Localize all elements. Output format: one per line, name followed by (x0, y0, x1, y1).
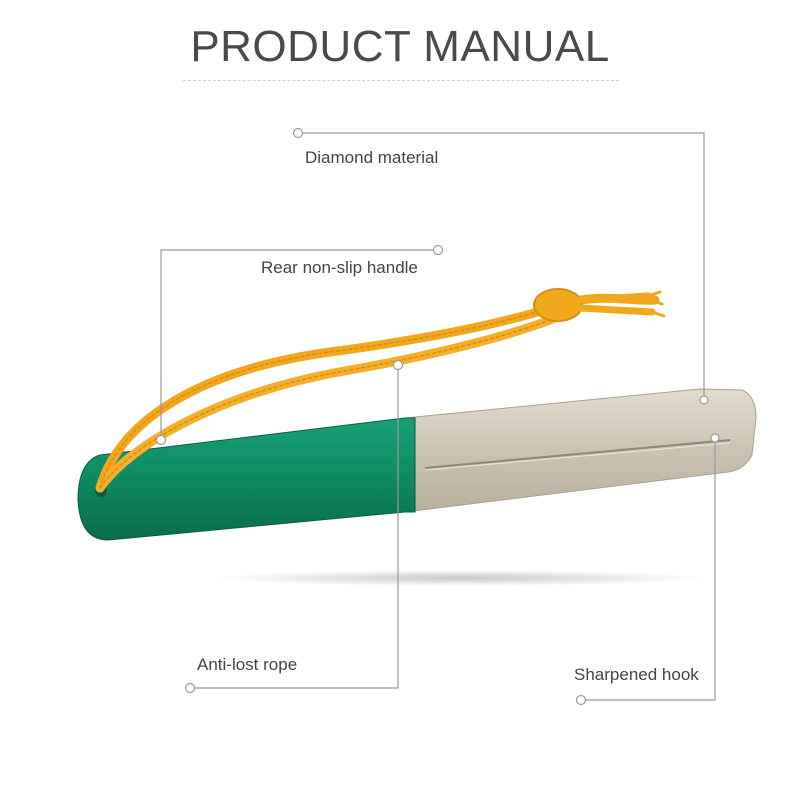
callout-lines (160, 132, 716, 701)
marker-diamond-point (699, 395, 709, 405)
callout-diamond-material: Diamond material (305, 148, 439, 167)
callout-anti-lost-rope: Anti-lost rope (197, 655, 298, 674)
leader-diamond-material (298, 132, 705, 400)
page-title: PRODUCT MANUAL (190, 22, 610, 71)
marker-rope-point (392, 359, 404, 371)
marker-handle-point (155, 434, 167, 446)
marker-handle-end (432, 244, 444, 256)
marker-hook-end (575, 694, 587, 706)
leader-rear-handle (160, 249, 438, 440)
leader-sharpened-hook (581, 438, 716, 701)
marker-rope-end (184, 682, 196, 694)
diamond-blade (404, 388, 757, 513)
leader-anti-lost-rope (190, 365, 399, 689)
callout-rear-handle: Rear non-slip handle (261, 258, 418, 277)
callout-markers (155, 127, 720, 706)
tool-shadow (210, 570, 710, 586)
marker-hook-point (710, 433, 720, 443)
title-divider (183, 80, 619, 81)
callout-sharpened-hook: Sharpened hook (574, 665, 699, 684)
rope-knot (533, 288, 583, 322)
yellow-rope (95, 288, 666, 493)
marker-diamond-end (292, 127, 304, 139)
